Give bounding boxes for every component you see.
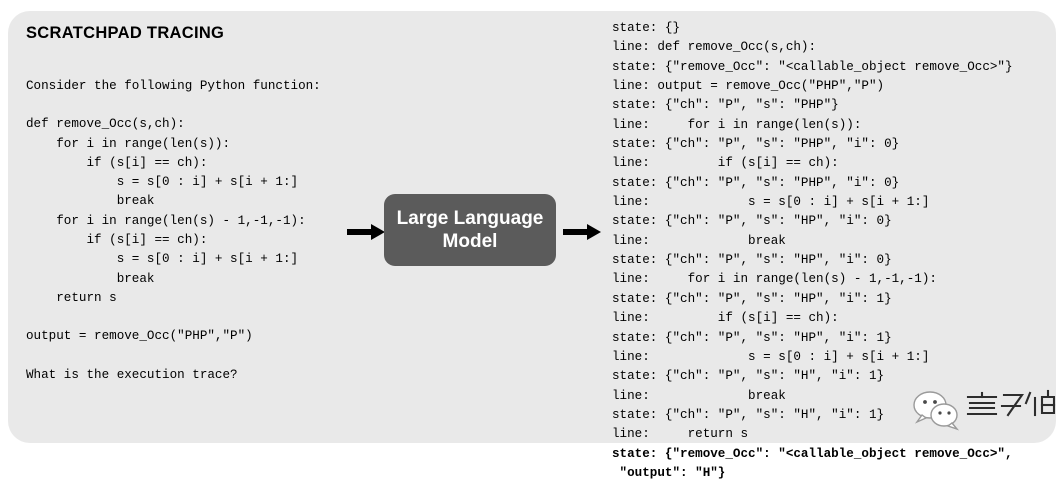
trace-line: state: {"ch": "P", "s": "HP", "i": 1} (612, 291, 892, 306)
trace-line: line: break (612, 233, 786, 248)
trace-line: state: {} (612, 21, 681, 35)
function-call-line: output = remove_Occ("PHP","P") (26, 329, 253, 344)
input-arrow-icon (347, 223, 385, 241)
figure-root: SCRATCHPAD TRACING Consider the followin… (8, 11, 1056, 480)
execution-trace-output: state: {} line: def remove_Occ(s,ch):stat… (612, 19, 1052, 483)
trace-line: "output": "H"} (612, 465, 726, 480)
trace-line: state: {"ch": "P", "s": "PHP", "i": 0} (612, 175, 900, 190)
prompt-intro-text: Consider the following Python function: (26, 79, 321, 93)
trace-line: line: break (612, 388, 786, 403)
large-language-model-box: Large Language Model (384, 194, 556, 266)
trace-line: state: {"ch": "P", "s": "HP", "i": 0} (612, 214, 892, 229)
python-code-block: def remove_Occ(s,ch): for i in range(len… (26, 117, 306, 305)
trace-line: state: {"ch": "P", "s": "HP", "i": 1} (612, 330, 892, 345)
trace-line: state: {"remove_Occ": "<callable_object … (612, 59, 1013, 74)
trace-line: line: for i in range(len(s)): (612, 117, 862, 132)
page-title: SCRATCHPAD TRACING (26, 24, 225, 42)
trace-line: line: output = remove_Occ("PHP","P") (612, 79, 885, 94)
prompt-column: SCRATCHPAD TRACING Consider the followin… (26, 24, 356, 385)
trace-line: line: if (s[i] == ch): (612, 156, 839, 171)
trace-line: line: def remove_Occ(s,ch): (612, 40, 817, 55)
trace-line: line: if (s[i] == ch): (612, 311, 839, 326)
trace-line: state: {"ch": "P", "s": "PHP"} (612, 98, 839, 113)
trace-line: line: return s (612, 427, 749, 442)
trace-line: line: s = s[0 : i] + s[i + 1:] (612, 195, 930, 210)
trace-lines-container: state: {} line: def remove_Occ(s,ch):stat… (612, 19, 1052, 483)
trace-line: state: {"ch": "P", "s": "HP", "i": 0} (612, 253, 892, 268)
prompt-question-text: What is the execution trace? (26, 367, 238, 382)
trace-line: state: {"ch": "P", "s": "H", "i": 1} (612, 369, 885, 384)
output-arrow-icon (563, 223, 601, 241)
llm-box-label: Large Language Model (396, 208, 544, 252)
trace-line: state: {"remove_Occ": "<callable_object … (612, 446, 1013, 461)
trace-line: line: s = s[0 : i] + s[i + 1:] (612, 349, 930, 364)
trace-line: line: for i in range(len(s) - 1,-1,-1): (612, 272, 937, 287)
trace-line: state: {"ch": "P", "s": "PHP", "i": 0} (612, 137, 900, 152)
trace-line: state: {"ch": "P", "s": "H", "i": 1} (612, 407, 885, 422)
